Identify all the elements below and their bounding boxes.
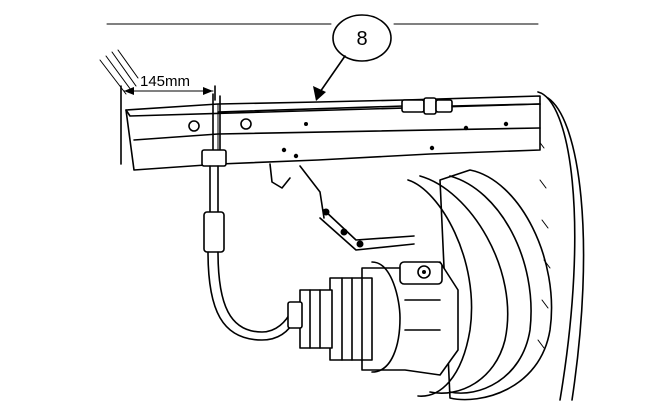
frame-break-lines — [99, 49, 139, 95]
callout-number: 8 — [356, 28, 367, 50]
brake-line — [217, 97, 541, 115]
callout-arrowhead — [313, 86, 326, 101]
brake-drum — [407, 91, 585, 401]
brake-hose — [201, 93, 303, 341]
dimension-145mm: 145mm — [120, 73, 216, 165]
callout-8: 8 — [313, 14, 392, 101]
callout-bubble — [332, 14, 392, 62]
brake-lever — [319, 208, 415, 251]
callout-leader — [319, 55, 346, 93]
axle-hub — [299, 261, 459, 376]
dimension-label: 145mm — [140, 73, 190, 90]
frame-rail — [125, 95, 541, 219]
